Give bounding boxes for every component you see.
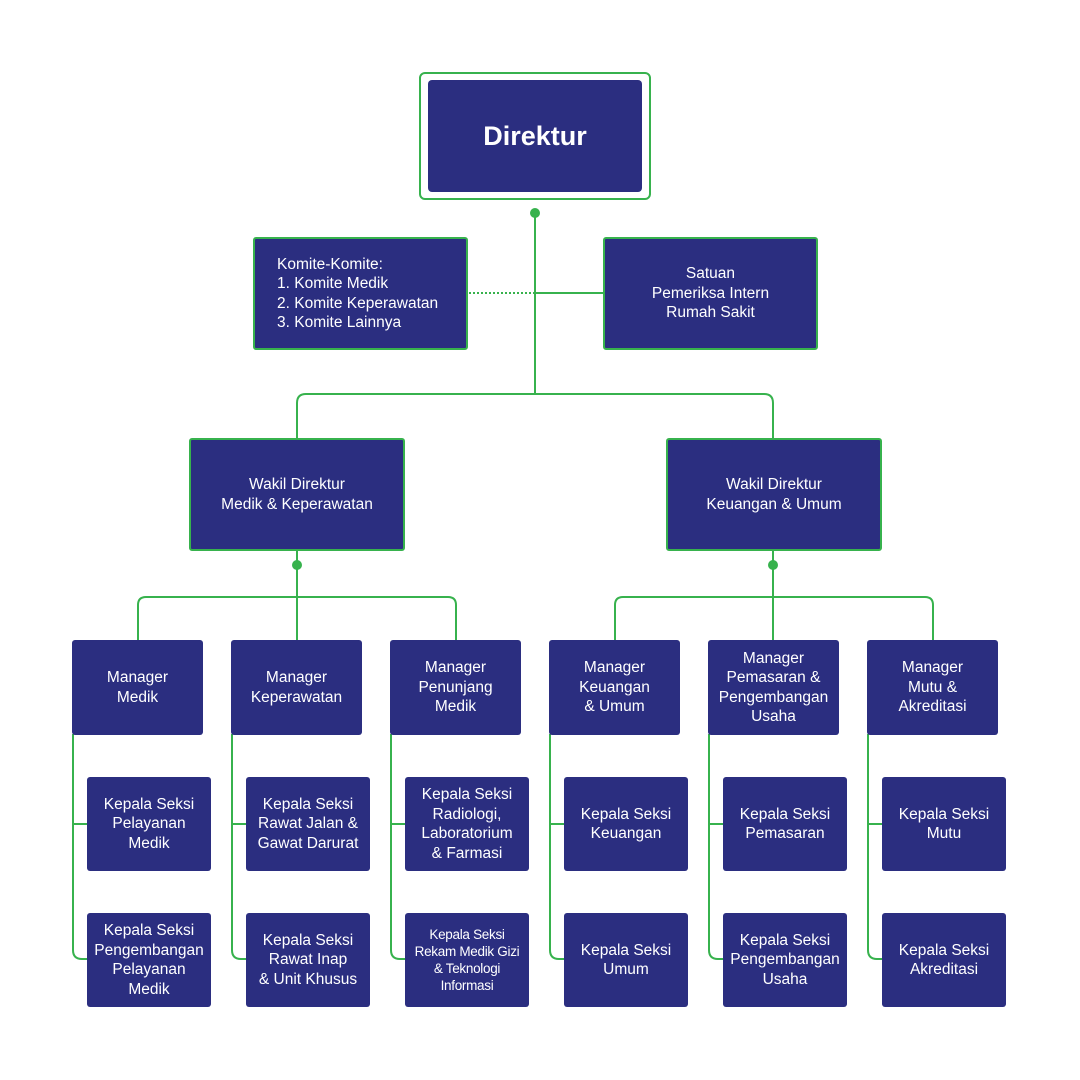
connector-dot-finance	[768, 560, 778, 570]
connector-spine-1	[72, 734, 88, 960]
deputy-finance-box: Wakil Direktur Keuangan & Umum	[666, 438, 882, 551]
section-pengembangan-pelayanan-box: Kepala Seksi Pengembangan Pelayanan Medi…	[87, 913, 211, 1007]
section-rawat-jalan-box: Kepala Seksi Rawat Jalan & Gawat Darurat	[246, 777, 370, 871]
connector-spine-6	[867, 734, 883, 960]
section-radiologi-box: Kepala Seksi Radiologi, Laboratorium & F…	[405, 777, 529, 871]
manager-keuangan-umum-box: Manager Keuangan & Umum	[549, 640, 680, 735]
manager-medik-box: Manager Medik	[72, 640, 203, 735]
section-pelayanan-medik-box: Kepala Seksi Pelayanan Medik	[87, 777, 211, 871]
connector-spine-3	[390, 734, 406, 960]
section-keuangan-box: Kepala Seksi Keuangan	[564, 777, 688, 871]
connector-dot-director	[530, 208, 540, 218]
section-rawat-inap-box: Kepala Seksi Rawat Inap & Unit Khusus	[246, 913, 370, 1007]
connector-spine-2	[231, 734, 247, 960]
manager-mutu-akreditasi-box: Manager Mutu & Akreditasi	[867, 640, 998, 735]
section-pengembangan-usaha-box: Kepala Seksi Pengembangan Usaha	[723, 913, 847, 1007]
section-pemasaran-box: Kepala Seksi Pemasaran	[723, 777, 847, 871]
section-rekam-medik-box: Kepala Seksi Rekam Medik Gizi & Teknolog…	[405, 913, 529, 1007]
connector-deputy-bus	[296, 393, 774, 439]
connector-medical-bus	[137, 596, 457, 640]
manager-pemasaran-box: Manager Pemasaran & Pengembangan Usaha	[708, 640, 839, 735]
manager-keperawatan-box: Manager Keperawatan	[231, 640, 362, 735]
connector-spine-4	[549, 734, 565, 960]
director-box: Direktur	[428, 80, 642, 192]
connector-finance-bus	[614, 596, 934, 640]
connector-dot-medical	[292, 560, 302, 570]
section-mutu-box: Kepala Seksi Mutu	[882, 777, 1006, 871]
committees-box: Komite-Komite: 1. Komite Medik 2. Komite…	[253, 237, 468, 350]
section-umum-box: Kepala Seksi Umum	[564, 913, 688, 1007]
section-akreditasi-box: Kepala Seksi Akreditasi	[882, 913, 1006, 1007]
manager-penunjang-medik-box: Manager Penunjang Medik	[390, 640, 521, 735]
connector-spine-5	[708, 734, 724, 960]
deputy-medical-box: Wakil Direktur Medik & Keperawatan	[189, 438, 405, 551]
internal-audit-box: Satuan Pemeriksa Intern Rumah Sakit	[603, 237, 818, 350]
